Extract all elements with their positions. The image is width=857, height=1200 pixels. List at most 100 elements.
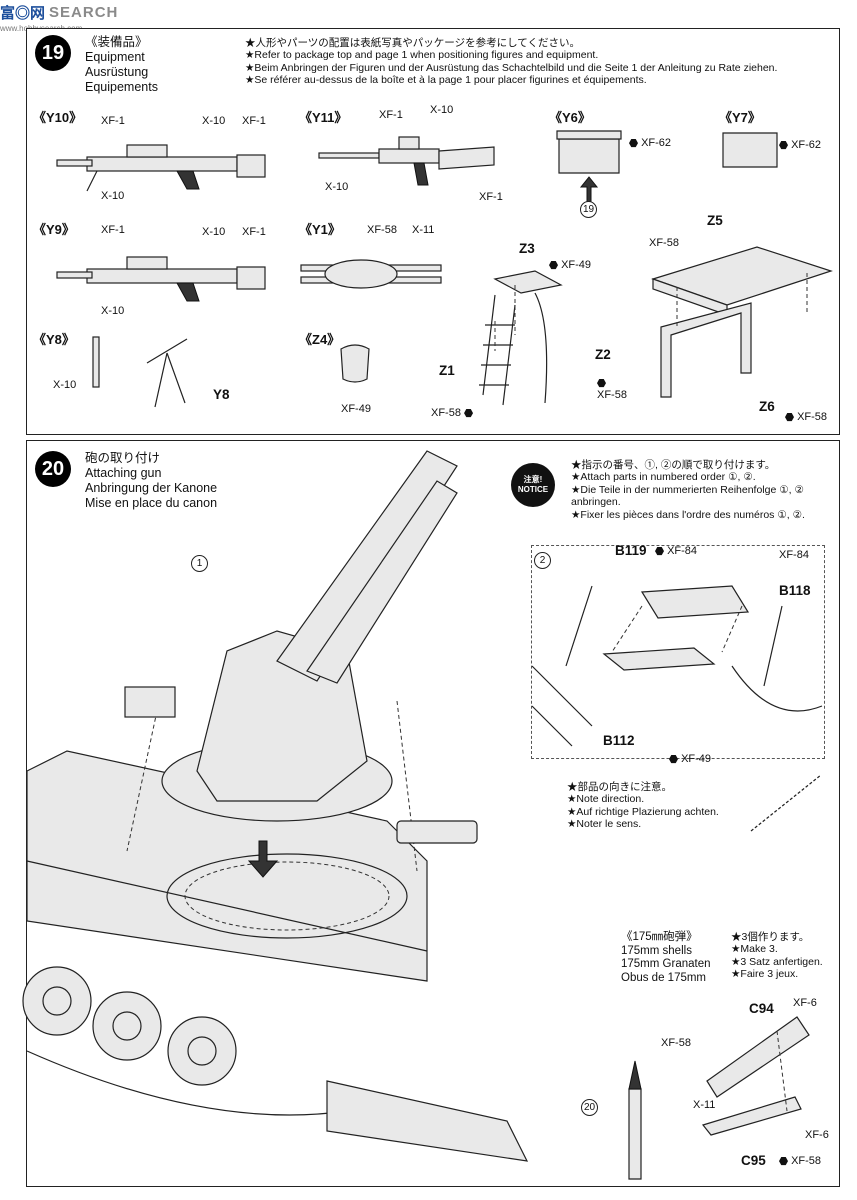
z6-part: Z6: [759, 399, 775, 414]
paint-hex-icon: [597, 379, 606, 388]
z3-paint: XF-49: [549, 259, 591, 271]
box-y6: [556, 130, 622, 208]
note-en: ★Refer to package top and page 1 when po…: [245, 49, 599, 62]
y1-paint-b: X-11: [412, 224, 435, 236]
b118-part: B118: [779, 583, 811, 598]
notice-en: NOTICE: [517, 485, 549, 494]
c94-paint: XF-6: [793, 997, 817, 1009]
label-y10: 《Y10》: [33, 110, 83, 125]
z2-paint: XF-58: [597, 377, 627, 401]
make-en: ★Make 3.: [731, 943, 778, 956]
z4-paint: XF-49: [341, 403, 371, 415]
b119-part: B119: [615, 543, 647, 558]
notice-line-jp: ★指示の番号、①, ②の順で取り付けます。: [571, 459, 776, 471]
notice-line-fr: ★Fixer les pièces dans l'ordre des numér…: [571, 508, 805, 521]
direction-fr: ★Noter le sens.: [567, 818, 642, 831]
y10-paint-d: X-10: [101, 190, 125, 202]
y10-paint-b: X-10: [202, 115, 226, 127]
notice-jp: 注意!: [523, 475, 543, 484]
step19-title-en: Equipment: [85, 50, 145, 64]
y9-paint-c: XF-1: [242, 226, 266, 238]
y6-step-ref: 19: [580, 201, 597, 218]
step19-title-de: Ausrüstung: [85, 65, 149, 79]
step19-title-fr: Equipements: [85, 80, 158, 94]
y10-paint-a: XF-1: [101, 115, 125, 127]
shells-title-en: 175mm shells: [621, 944, 692, 957]
order-callout-1: 1: [191, 555, 208, 572]
z3-part: Z3: [519, 241, 535, 256]
step19-title: 《装備品》 Equipment Ausrüstung Equipements: [85, 35, 158, 95]
notice-line-de-cont: anbringen.: [571, 496, 621, 509]
watermark-text: SEARCH: [49, 3, 119, 21]
label-z4: 《Z4》: [299, 332, 341, 347]
y11-paint-c: X-10: [430, 104, 454, 116]
direction-jp: ★部品の向きに注意。: [567, 781, 672, 793]
shell-paint-c: XF-6: [805, 1129, 829, 1141]
inset-number: 2: [534, 552, 551, 569]
make-jp: ★3個作ります。: [731, 931, 810, 943]
y9-paint-d: X-10: [101, 305, 125, 317]
z6-paint: XF-58: [785, 411, 827, 423]
stretcher-y1: [300, 259, 442, 289]
direction-lines: ★部品の向きに注意。 ★Note direction. ★Auf richtig…: [567, 781, 807, 831]
table-assembly: [651, 246, 833, 398]
shells-title-jp: 《175㎜砲弾》: [621, 931, 698, 943]
y7-paint: XF-62: [779, 139, 821, 151]
inset-2: 2: [531, 545, 825, 759]
shells-title-de: 175mm Granaten: [621, 958, 711, 970]
y1-paint-a: XF-58: [367, 224, 397, 236]
b112-paint: XF-49: [669, 753, 711, 765]
label-y9: 《Y9》: [33, 222, 75, 237]
y8-part: Y8: [213, 387, 230, 402]
z5-part: Z5: [707, 213, 723, 228]
paint-hex-icon: [779, 141, 788, 150]
b118-paint: XF-84: [779, 549, 809, 561]
paint-hex-icon: [629, 139, 638, 148]
paint-hex-icon: [464, 409, 474, 418]
y11-paint-b: X-10: [325, 181, 349, 193]
step20-panel: 20 砲の取り付け Attaching gun Anbringung der K…: [22, 440, 840, 1187]
watermark-logo: 富◎网: [0, 4, 46, 22]
paint-hex-icon: [785, 413, 794, 422]
direction-de: ★Auf richtige Plazierung achten.: [567, 805, 719, 818]
step19-title-jp: 《装備品》: [85, 35, 148, 49]
chain-drawing: [750, 774, 822, 832]
note-jp: ★人形やパーツの配置は表紙写真やパッケージを参考にしてください。: [245, 37, 580, 49]
step20-number: 20: [35, 451, 71, 487]
canteen-z4: [340, 344, 370, 383]
rifle-y11: [318, 136, 495, 186]
shells-title: 《175㎜砲弾》 175mm shells 175mm Granaten Obu…: [621, 931, 711, 985]
step19-notes: ★人形やパーツの配置は表紙写真やパッケージを参考にしてください。 ★Refer …: [245, 37, 835, 87]
notice-line-de: ★Die Teile in der nummerierten Reihenfol…: [571, 483, 804, 496]
y11-paint-d: XF-1: [479, 191, 503, 203]
step20-title-en: Attaching gun: [85, 466, 162, 480]
label-y8: 《Y8》: [33, 332, 75, 347]
label-y6: 《Y6》: [549, 110, 591, 125]
notice-badge: 注意! NOTICE: [511, 463, 555, 507]
c95-paint: XF-58: [779, 1155, 821, 1167]
b112-part: B112: [603, 733, 635, 748]
paint-hex-icon: [779, 1157, 788, 1166]
note-de: ★Beim Anbringen der Figuren und der Ausr…: [245, 61, 778, 74]
direction-en: ★Note direction.: [567, 793, 645, 806]
y9-paint-b: X-10: [202, 226, 226, 238]
shells-make: ★3個作ります。 ★Make 3. ★3 Satz anfertigen. ★F…: [731, 931, 823, 981]
shell-paint-b: X-11: [693, 1099, 716, 1111]
label-y7: 《Y7》: [719, 110, 761, 125]
c94-part: C94: [749, 1001, 774, 1016]
machine-gun-y10: [56, 144, 266, 192]
step20-title-fr: Mise en place du canon: [85, 496, 218, 510]
y8-paint: X-10: [53, 379, 77, 391]
step19-number: 19: [35, 35, 71, 71]
box-y7: [722, 132, 778, 168]
y11-paint-a: XF-1: [379, 109, 403, 121]
shell-paint-a: XF-58: [661, 1037, 691, 1049]
make-de: ★3 Satz anfertigen.: [731, 955, 823, 968]
step19-panel: 19 《装備品》 Equipment Ausrüstung Equipement…: [26, 28, 840, 435]
z1-paint: XF-58: [431, 407, 474, 419]
c95-part: C95: [741, 1153, 766, 1168]
z2-part: Z2: [595, 347, 611, 362]
z5-paint: XF-58: [649, 237, 679, 249]
paint-hex-icon: [655, 547, 664, 556]
notice-line-en: ★Attach parts in numbered order ①, ②.: [571, 471, 756, 484]
